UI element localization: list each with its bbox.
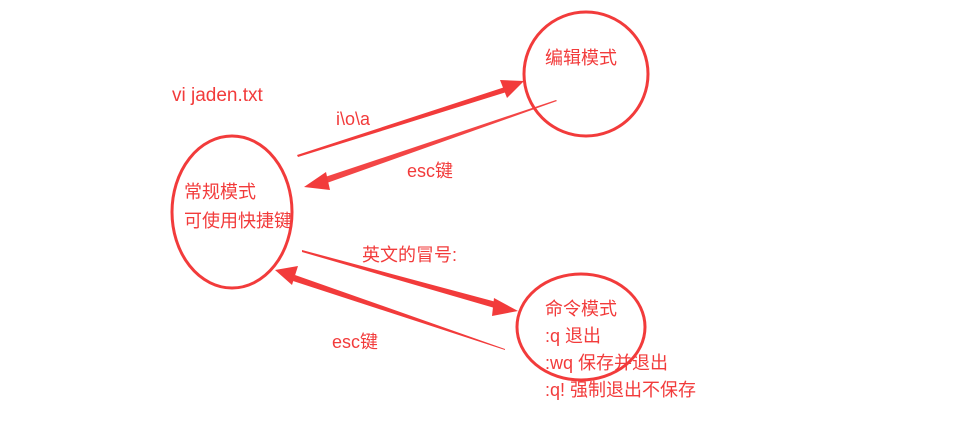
command-title: vi jaden.txt xyxy=(172,85,263,106)
command-mode-line: :q! 强制退出不保存 xyxy=(545,380,697,400)
arrow-command-to-normal-icon xyxy=(275,266,505,350)
command-mode-line: 命令模式 xyxy=(545,299,617,319)
arrow-normal-to-command-icon xyxy=(302,250,518,316)
edge-label-normal-to-edit: i\o\a xyxy=(336,109,371,129)
command-mode-label: 命令模式 :q 退出 :wq 保存并退出 :q! 强制退出不保存 xyxy=(545,296,696,404)
edge-label-normal-to-command: 英文的冒号: xyxy=(362,245,458,265)
edit-mode-line: 编辑模式 xyxy=(545,48,617,68)
edit-mode-node xyxy=(522,10,650,138)
command-mode-line: :q 退出 xyxy=(545,326,602,346)
normal-mode-line: 常规模式 xyxy=(184,182,256,202)
edge-label-edit-to-normal: esc键 xyxy=(407,161,454,181)
normal-mode-line: 可使用快捷键 xyxy=(184,211,292,231)
normal-mode-node xyxy=(170,134,294,290)
command-mode-node xyxy=(515,272,647,382)
arrow-edit-to-normal-icon xyxy=(304,100,557,190)
edit-mode-label: 编辑模式 xyxy=(545,44,617,73)
arrow-normal-to-edit-icon xyxy=(297,80,524,157)
command-mode-line: :wq 保存并退出 xyxy=(545,353,669,373)
normal-mode-label: 常规模式 可使用快捷键 xyxy=(184,178,292,236)
edge-label-command-to-normal: esc键 xyxy=(332,332,379,352)
